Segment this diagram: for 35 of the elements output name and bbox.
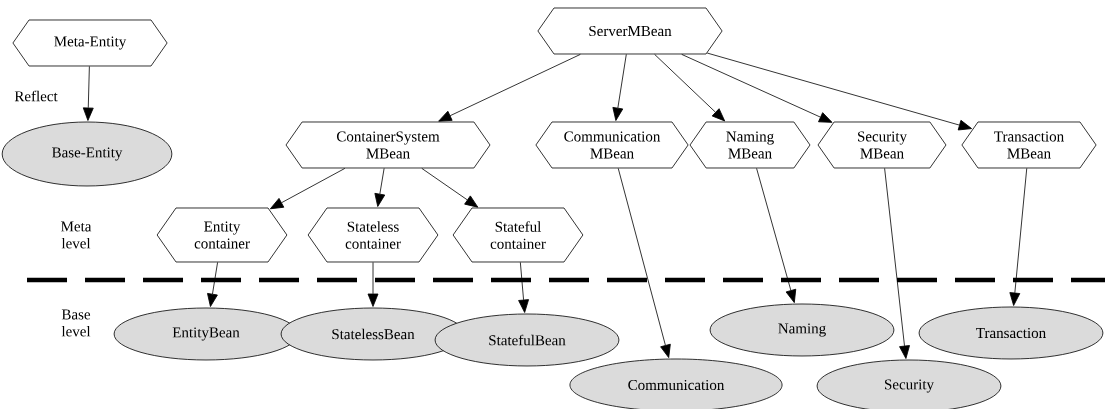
arrow	[82, 66, 94, 121]
arrow	[706, 52, 972, 131]
hexagon-box: Entity container	[156, 207, 288, 263]
arrow	[1009, 168, 1028, 306]
arrow	[654, 54, 726, 122]
hexagon-box: Stateless container	[307, 207, 439, 263]
arrow	[756, 168, 797, 303]
arrow	[270, 168, 346, 210]
arrow	[617, 168, 671, 358]
hexagon-box: Naming MBean	[689, 121, 811, 169]
side-label: Base level	[61, 309, 91, 337]
ellipse-node: Communication	[569, 358, 783, 409]
ellipse-node: Transaction	[918, 306, 1104, 360]
side-label: Reflect	[14, 90, 58, 102]
arrow	[681, 54, 833, 123]
hexagon-box: Security MBean	[817, 121, 947, 169]
hexagon-box: Transaction MBean	[961, 121, 1097, 169]
ellipse-node: Security	[816, 359, 1002, 409]
ellipse-node: StatelessBean	[280, 307, 466, 361]
side-label: Meta level	[61, 221, 92, 249]
ellipse-node: Base-Entity	[1, 121, 173, 187]
arrow	[367, 262, 379, 307]
ellipse-node: StatefulBean	[434, 313, 620, 367]
ellipse-node: EntityBean	[113, 307, 299, 361]
hexagon-box: ServerMBean	[537, 7, 723, 55]
hexagon-box: Stateful container	[452, 207, 584, 263]
arrow	[421, 168, 479, 208]
arrow	[438, 54, 581, 122]
arrow	[374, 168, 386, 207]
arrow	[207, 262, 218, 307]
arrow	[884, 168, 910, 359]
arrow	[518, 262, 529, 313]
arrow	[612, 54, 627, 121]
ellipse-node: Naming	[709, 303, 895, 357]
hexagon-box: ContainerSystem MBean	[285, 121, 491, 169]
